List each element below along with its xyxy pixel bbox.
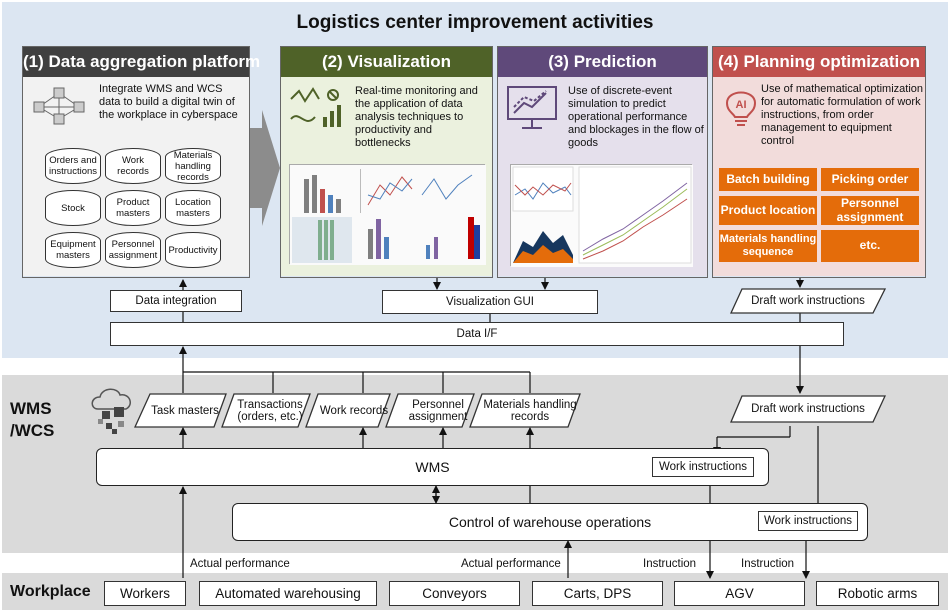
draft-work-instructions-mid: Draft work instructions bbox=[751, 402, 865, 415]
monitor-chart-icon bbox=[507, 86, 557, 129]
cylinder-work-records: Work records bbox=[105, 148, 161, 184]
workplace-label: Workplace bbox=[10, 583, 91, 600]
materials-handling-records-item: Materials handling records bbox=[483, 398, 577, 424]
draft-work-instructions-top: Draft work instructions bbox=[751, 294, 865, 307]
cylinder-orders: Orders and instructions bbox=[45, 148, 101, 184]
personnel-assignment-item: Personnel assignment bbox=[408, 398, 468, 424]
wms-box: WMS bbox=[96, 448, 769, 486]
cylinder-product-masters: Product masters bbox=[105, 190, 161, 226]
panel-planning-optimization: (4) Planning optimization AI Use of math… bbox=[712, 46, 926, 278]
panel-description: Use of discrete-event simulation to pred… bbox=[568, 85, 704, 149]
control-label: Control of warehouse operations bbox=[448, 514, 652, 530]
cylinder-stock: Stock bbox=[45, 190, 101, 226]
cylinder-materials-handling: Materials handling records bbox=[165, 148, 221, 184]
panel-description: Integrate WMS and WCS data to build a di… bbox=[99, 83, 238, 121]
etc-box: etc. bbox=[821, 230, 919, 262]
panel-header: (2) Visualization bbox=[281, 47, 492, 77]
workplace-robotic-arms: Robotic arms bbox=[816, 581, 939, 606]
workplace-automated-warehousing: Automated warehousing bbox=[199, 581, 377, 606]
instruction-label-2: Instruction bbox=[741, 558, 795, 570]
panel-header: (3) Prediction bbox=[498, 47, 707, 77]
instruction-label-1: Instruction bbox=[643, 558, 697, 570]
workplace-carts-dps: Carts, DPS bbox=[532, 581, 663, 606]
diagram-title: Logistics center improvement activities bbox=[296, 12, 654, 33]
ai-chip-icon: AI bbox=[725, 91, 757, 126]
transactions-item: Transactions (orders, etc.) bbox=[237, 398, 303, 424]
panel-body: Real-time monitoring and the application… bbox=[281, 77, 492, 276]
panel-body: Integrate WMS and WCS data to build a di… bbox=[23, 77, 249, 276]
data-items-shapes bbox=[134, 393, 581, 428]
panel-header: (1) Data aggregation platform bbox=[23, 47, 260, 77]
cylinder-productivity: Productivity bbox=[165, 232, 221, 268]
wms-work-instructions: Work instructions bbox=[652, 457, 754, 477]
batch-building-box: Batch building bbox=[719, 168, 817, 191]
control-work-instructions: Work instructions bbox=[758, 511, 858, 531]
cloud-network-icon bbox=[91, 388, 131, 434]
panel-visualization: (2) Visualization Real-time monitoring a… bbox=[280, 46, 493, 278]
draft-mid-shape bbox=[730, 395, 886, 423]
control-box: Control of warehouse operations bbox=[232, 503, 868, 541]
workplace-agv: AGV bbox=[674, 581, 805, 606]
panel-body: Use of discrete-event simulation to pred… bbox=[498, 77, 707, 276]
panel-prediction: (3) Prediction Use of discrete-event sim… bbox=[497, 46, 708, 278]
workplace-workers: Workers bbox=[104, 581, 186, 606]
panel-description: Real-time monitoring and the application… bbox=[355, 85, 478, 149]
svg-text:AI: AI bbox=[736, 99, 747, 111]
data-if-bar: Data I/F bbox=[110, 322, 844, 346]
work-records-item: Work records bbox=[319, 404, 389, 417]
picking-order-box: Picking order bbox=[821, 168, 919, 191]
cylinder-location-masters: Location masters bbox=[165, 190, 221, 226]
personnel-assignment-box: Personnel assignment bbox=[821, 196, 919, 225]
cylinder-equipment-masters: Equipment masters bbox=[45, 232, 101, 268]
wms-wcs-label: WMS /WCS bbox=[10, 399, 55, 440]
panel-data-aggregation: (1) Data aggregation platform Integrate … bbox=[22, 46, 260, 278]
panel-header: (4) Planning optimization bbox=[713, 47, 925, 77]
actual-performance-label-1: Actual performance bbox=[190, 558, 290, 570]
simulation-screenshot bbox=[510, 164, 693, 267]
task-masters-item: Task masters bbox=[151, 404, 219, 417]
dashboard-screenshot bbox=[289, 164, 486, 265]
workplace-conveyors: Conveyors bbox=[389, 581, 520, 606]
wms-label: WMS bbox=[415, 459, 450, 475]
panel-description: Use of mathematical optimization for aut… bbox=[761, 83, 924, 147]
draft-top-shape bbox=[730, 288, 886, 314]
cylinder-personnel: Personnel assignment bbox=[105, 232, 161, 268]
product-location-box: Product location bbox=[719, 196, 817, 225]
visualization-gui-box: Visualization GUI bbox=[382, 290, 598, 314]
panel-body: AI Use of mathematical optimization for … bbox=[713, 77, 925, 276]
analytics-icon bbox=[290, 87, 341, 127]
cube-network-icon bbox=[33, 87, 85, 125]
actual-performance-label-2: Actual performance bbox=[461, 558, 561, 570]
data-integration-box: Data integration bbox=[110, 290, 242, 312]
materials-handling-sequence-box: Materials handling sequence bbox=[719, 230, 817, 262]
